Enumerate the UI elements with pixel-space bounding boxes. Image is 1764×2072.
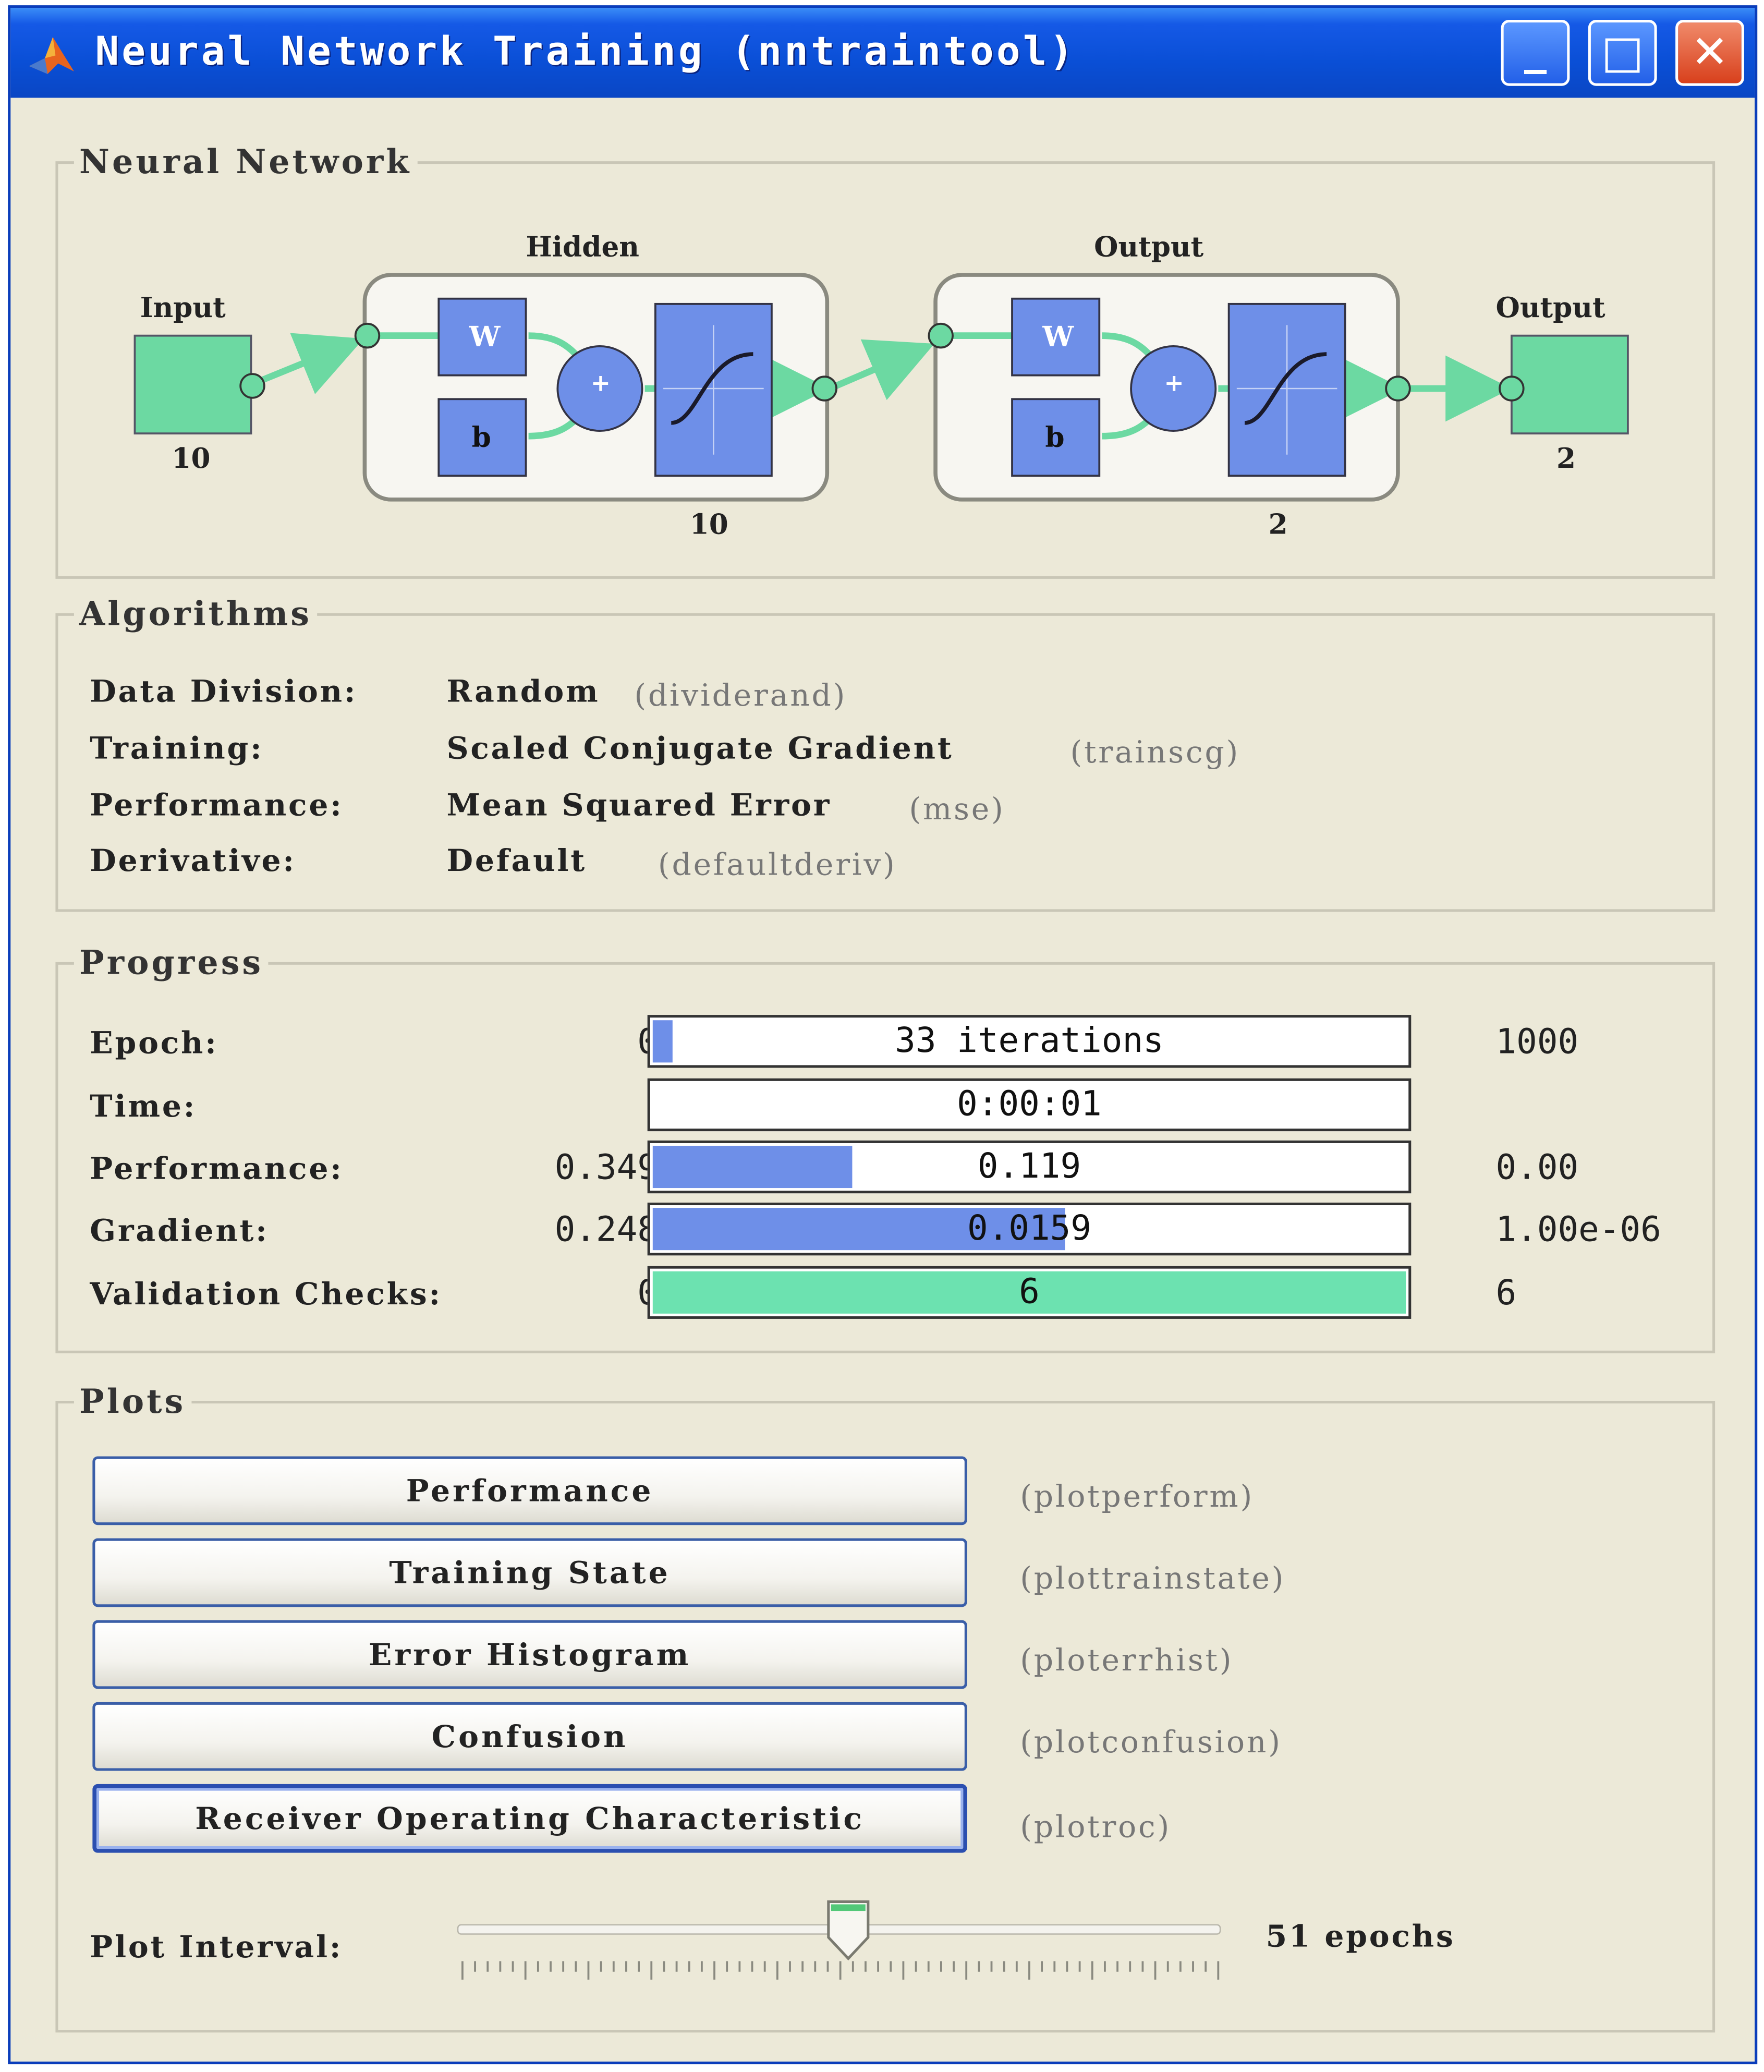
minimize-icon: _ — [1524, 22, 1547, 76]
algo-performance-fn: (mse) — [909, 793, 1005, 828]
plots-panel: Plots — [55, 1382, 1716, 2033]
plot-interval-value: 51 epochs — [1266, 1919, 1455, 1955]
plot-error-histogram-button[interactable]: Error Histogram — [92, 1620, 967, 1689]
algo-data-division-value: Random — [446, 674, 600, 710]
hidden-weight-block — [437, 297, 527, 377]
progress-epoch-label: Epoch: — [90, 1025, 218, 1061]
input-label: Input — [140, 290, 226, 324]
maximize-button[interactable]: □ — [1588, 20, 1657, 86]
minimize-button[interactable]: _ — [1501, 20, 1570, 86]
algorithms-legend: Algorithms — [74, 595, 318, 633]
window-title: Neural Network Training (nntraintool) — [95, 29, 1076, 76]
slider-thumb[interactable] — [824, 1898, 872, 1964]
network-diagram — [133, 273, 1629, 502]
plot-roc-fn: (plotroc) — [1020, 1810, 1171, 1845]
performance-progress-fill — [652, 1145, 853, 1189]
progress-legend: Progress — [74, 943, 269, 982]
progress-performance-label: Performance: — [90, 1151, 344, 1187]
output-block — [1510, 334, 1629, 435]
output-weight-block — [1011, 297, 1101, 377]
performance-progress-bar: 0.119 — [647, 1140, 1412, 1194]
algo-training-label: Training: — [90, 731, 264, 767]
output-bias-block — [1011, 398, 1101, 477]
neural-network-panel: Neural Network — [55, 142, 1716, 579]
plot-interval-label: Plot Interval: — [90, 1929, 343, 1966]
progress-time-label: Time: — [90, 1089, 197, 1125]
progress-performance-start: 0.349 — [554, 1148, 658, 1189]
algo-data-division-label: Data Division: — [90, 674, 358, 710]
hidden-bias-block — [437, 398, 527, 477]
hidden-layer-label: Hidden — [526, 229, 640, 263]
hidden-weight-label: W — [469, 320, 501, 353]
progress-gradient-start: 0.248 — [554, 1210, 658, 1251]
algo-training-value: Scaled Conjugate Gradient — [446, 731, 954, 767]
title-bar[interactable]: Neural Network Training (nntraintool) _ … — [10, 8, 1755, 98]
input-size: 10 — [172, 441, 211, 475]
plot-confusion-fn: (plotconfusion) — [1020, 1726, 1282, 1761]
plot-interval-slider[interactable] — [455, 1898, 1226, 1998]
time-progress-bar: 0:00:01 — [647, 1078, 1412, 1132]
maximize-icon: □ — [1601, 26, 1644, 80]
algo-performance-label: Performance: — [90, 787, 344, 823]
gradient-progress-bar: 0.0159 — [647, 1202, 1412, 1256]
output-layer-label: Output — [1094, 229, 1204, 263]
progress-epoch-start: 0 — [513, 1023, 658, 1062]
output-layer-size: 2 — [1268, 507, 1288, 541]
validation-progress-text: 6 — [1019, 1273, 1040, 1313]
algo-derivative-value: Default — [446, 843, 587, 879]
output-bias-label: b — [1045, 420, 1065, 454]
progress-gradient-label: Gradient: — [90, 1213, 269, 1249]
progress-validation-label: Validation Checks: — [90, 1276, 442, 1313]
plot-performance-button[interactable]: Performance — [92, 1456, 967, 1525]
algorithms-panel: Algorithms — [55, 595, 1716, 912]
epoch-progress-bar: 33 iterations — [647, 1015, 1412, 1068]
nntraintool-window: Neural Network Training (nntraintool) _ … — [8, 5, 1758, 2065]
plot-confusion-button[interactable]: Confusion — [92, 1702, 967, 1771]
slider-ticks — [461, 1961, 1220, 1980]
progress-epoch-end: 1000 — [1495, 1023, 1579, 1063]
plots-legend: Plots — [74, 1382, 191, 1421]
input-block — [133, 334, 252, 435]
hidden-layer-size: 10 — [689, 507, 728, 541]
progress-gradient-end: 1.00e-06 — [1495, 1210, 1661, 1251]
output-sum-node — [1130, 345, 1217, 432]
algo-derivative-label: Derivative: — [90, 843, 296, 879]
plot-training-state-fn: (plottrainstate) — [1020, 1562, 1286, 1597]
algo-training-fn: (trainscg) — [1070, 736, 1240, 771]
output-sum-label: + — [1164, 370, 1184, 398]
gradient-progress-fill — [652, 1208, 1065, 1251]
progress-performance-end: 0.00 — [1495, 1148, 1579, 1189]
performance-progress-text: 0.119 — [977, 1147, 1081, 1187]
hidden-sum-node — [556, 345, 643, 432]
neural-network-legend: Neural Network — [74, 142, 417, 181]
algo-derivative-fn: (defaultderiv) — [658, 848, 897, 883]
output-size: 2 — [1556, 441, 1576, 475]
time-progress-text: 0:00:01 — [957, 1085, 1102, 1125]
algo-performance-value: Mean Squared Error — [446, 787, 832, 823]
hidden-bias-label: b — [471, 420, 491, 454]
epoch-progress-text: 33 iterations — [895, 1021, 1164, 1061]
plot-roc-button[interactable]: Receiver Operating Characteristic — [92, 1784, 967, 1853]
output-weight-label: W — [1042, 320, 1074, 353]
hidden-sum-label: + — [590, 370, 611, 398]
progress-panel: Progress — [55, 943, 1716, 1353]
epoch-progress-fill — [652, 1020, 673, 1063]
output-label: Output — [1495, 290, 1605, 324]
validation-progress-bar: 6 — [647, 1266, 1412, 1319]
progress-validation-end: 6 — [1495, 1274, 1517, 1314]
plot-error-histogram-fn: (ploterrhist) — [1020, 1644, 1234, 1679]
plot-training-state-button[interactable]: Training State — [92, 1538, 967, 1607]
validation-progress-fill — [652, 1271, 1406, 1314]
close-icon: ✕ — [1690, 26, 1729, 80]
plot-performance-fn: (plotperform) — [1020, 1480, 1255, 1514]
matlab-logo-icon — [29, 37, 74, 74]
gradient-progress-text: 0.0159 — [967, 1209, 1091, 1249]
close-button[interactable]: ✕ — [1675, 20, 1744, 86]
progress-validation-start: 0 — [513, 1274, 658, 1314]
algo-data-division-fn: (dividerand) — [634, 679, 847, 714]
